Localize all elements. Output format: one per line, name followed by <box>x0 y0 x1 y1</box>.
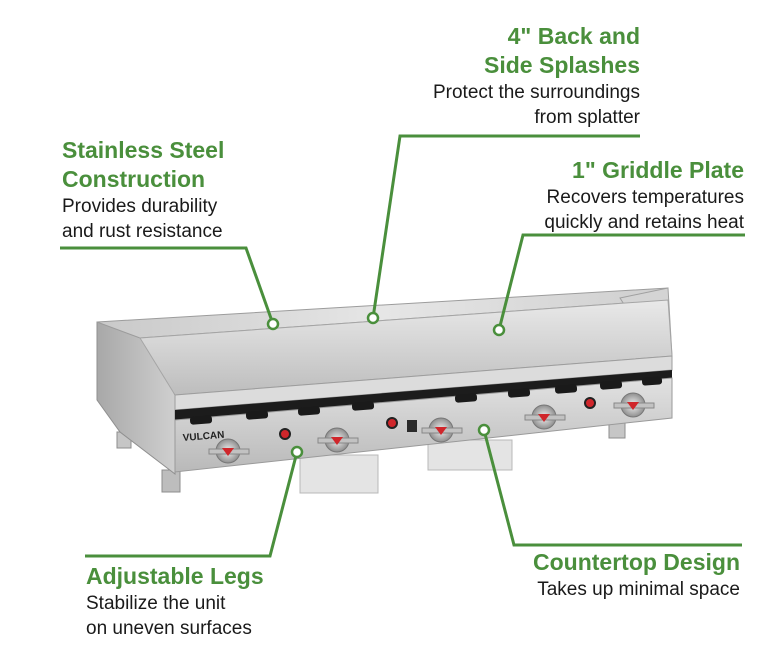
callout-splashes: 4" Back and Side Splashes Protect the su… <box>433 22 640 130</box>
base-blocks <box>299 439 513 494</box>
vent-slots <box>189 376 663 425</box>
callout-plate: 1" Griddle Plate Recovers temperatures q… <box>544 156 744 235</box>
callout-legs-desc-2: on uneven surfaces <box>86 618 252 639</box>
pilot-lights <box>279 397 596 440</box>
knob-2 <box>317 427 359 453</box>
callout-legs-title-1: Adjustable Legs <box>86 563 264 589</box>
leader-steel <box>60 246 275 325</box>
brand-logo: VULCAN <box>182 430 224 444</box>
callout-splashes-title-1: 4" Back and <box>507 23 640 49</box>
knob-3 <box>421 417 463 443</box>
knob-1 <box>208 438 250 464</box>
callout-steel-title-1: Stainless Steel <box>62 137 225 163</box>
callout-countertop-desc-1: Takes up minimal space <box>537 579 740 600</box>
leader-countertop <box>482 429 742 547</box>
callout-legs: Adjustable Legs Stabilize the unit on un… <box>86 562 264 641</box>
callout-countertop: Countertop Design Takes up minimal space <box>533 548 740 602</box>
callout-plate-desc-1: Recovers temperatures <box>546 187 744 208</box>
leader-plate <box>497 233 745 331</box>
leader-lines <box>60 134 745 558</box>
leader-legs <box>85 451 299 558</box>
control-strip <box>175 370 672 420</box>
callout-splashes-title-2: Side Splashes <box>484 52 640 78</box>
callout-legs-desc-1: Stabilize the unit <box>86 593 226 614</box>
callout-splashes-desc-1: Protect the surroundings <box>432 82 640 103</box>
control-knobs <box>208 392 655 464</box>
callout-splashes-desc-2: from splatter <box>534 107 640 128</box>
callout-steel-desc-2: and rust resistance <box>62 221 223 242</box>
knob-4 <box>524 404 566 430</box>
power-switch <box>407 420 417 432</box>
callout-plate-desc-2: quickly and retains heat <box>544 212 744 233</box>
callout-plate-title-1: 1" Griddle Plate <box>572 157 744 183</box>
leg-front-left <box>161 469 181 493</box>
callout-countertop-title-1: Countertop Design <box>533 549 740 575</box>
knob-5 <box>613 392 655 418</box>
callout-steel-desc-1: Provides durability <box>62 196 218 217</box>
callout-steel: Stainless Steel Construction Provides du… <box>62 136 224 244</box>
leader-splashes <box>371 134 640 319</box>
leader-dots <box>266 311 506 459</box>
callout-steel-title-2: Construction <box>62 166 206 192</box>
